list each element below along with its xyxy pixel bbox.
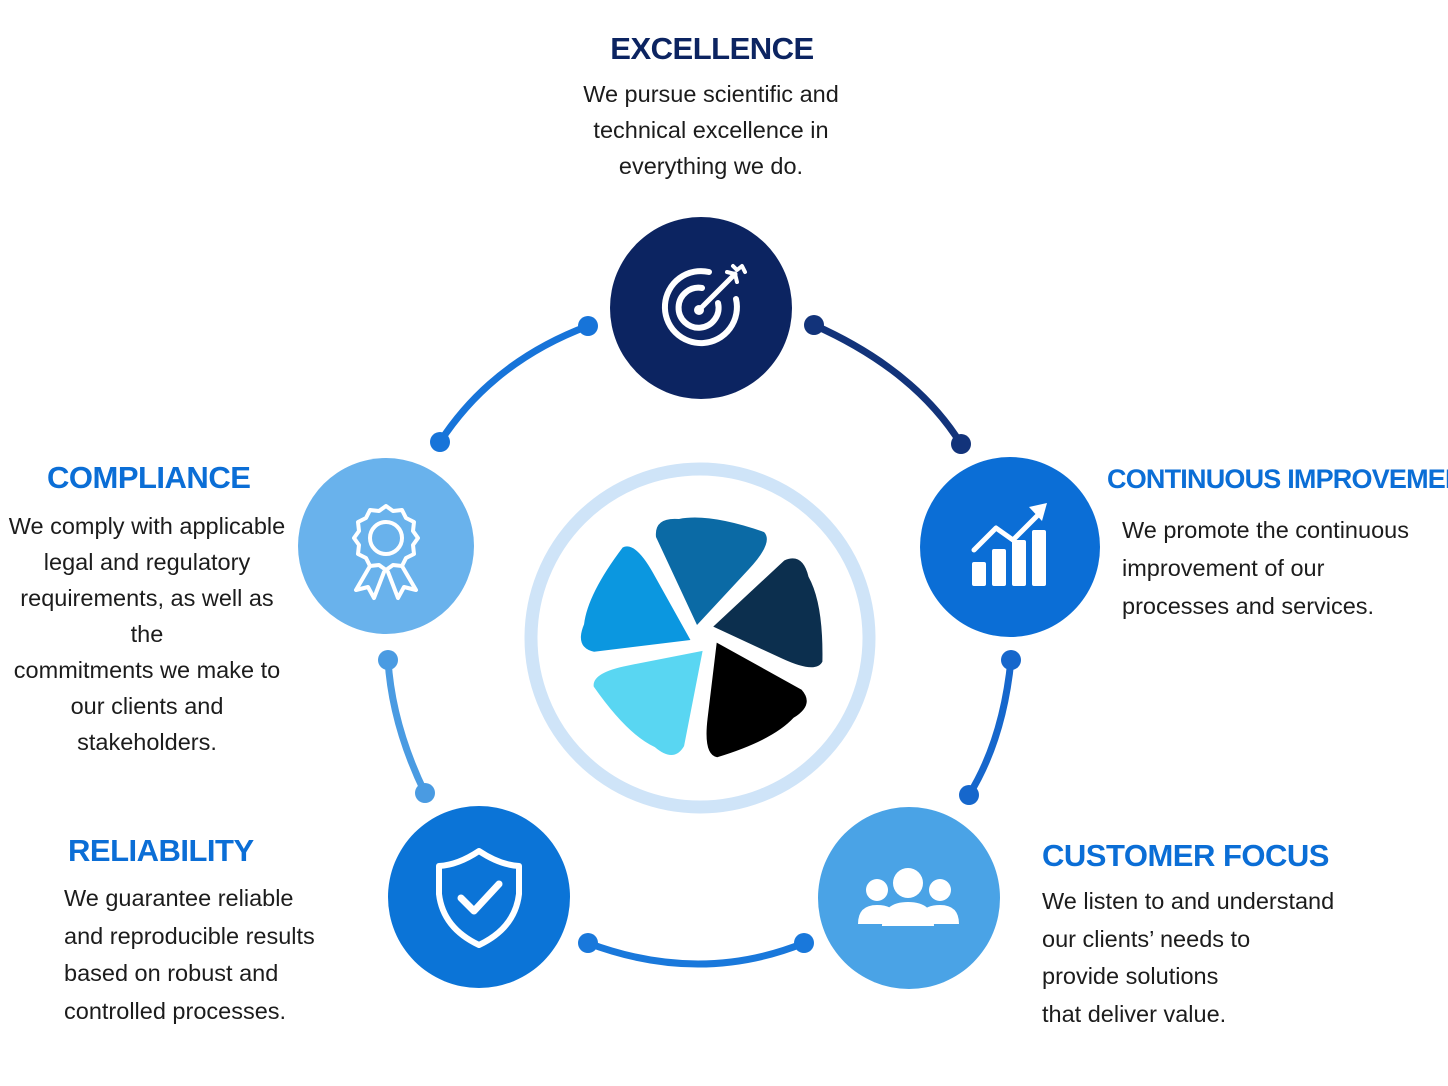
center-ring [524,462,876,814]
excellence-description: We pursue scientific and technical excel… [583,81,839,179]
connector-reliability-compliance [378,650,435,803]
people-group-icon [858,868,959,926]
node-reliability [388,806,570,988]
connector-excellence-improvement [804,315,971,454]
continuous-improvement-description: We promote the continuous improvement of… [1122,517,1409,619]
compliance-description: We comply with applicable legal and regu… [8,513,286,755]
node-continuous-improvement [920,457,1100,637]
connector-compliance-excellence [430,316,598,452]
award-ribbon-icon [352,504,420,600]
customer-focus-description: We listen to and understand our clients’… [1042,888,1335,1027]
petal-black [706,642,807,758]
excellence-title: EXCELLENCE [610,31,814,66]
petal-teal [655,517,767,625]
reliability-title: RELIABILITY [68,833,254,868]
five-petal-logo-icon [580,517,823,758]
node-customer-focus [818,807,1000,989]
growth-chart-icon [971,503,1047,586]
petal-azure [580,546,691,652]
compliance-title: COMPLIANCE [47,460,251,495]
node-excellence [610,217,792,399]
reliability-description: We guarantee reliable and reproducible r… [64,885,315,1024]
petal-cyan [593,650,703,756]
connector-improvement-customer [959,650,1021,805]
connector-customer-reliability [578,933,814,968]
petal-dark [713,558,823,668]
customer-focus-title: CUSTOMER FOCUS [1042,838,1329,873]
continuous-improvement-title: CONTINUOUS IMPROVEMENT [1107,464,1448,494]
node-compliance [298,458,474,634]
shield-check-icon [436,848,522,948]
target-icon [661,264,747,347]
